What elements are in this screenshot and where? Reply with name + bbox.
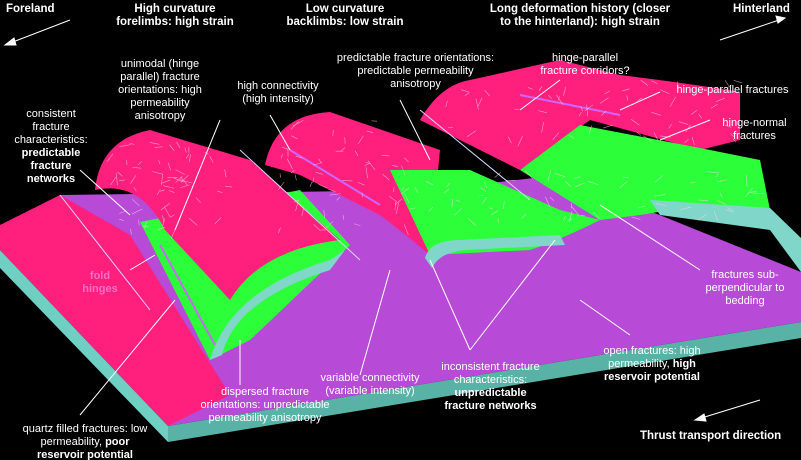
forelimbs-header: High curvature forelimbs: high strain — [116, 3, 234, 28]
back-fold-magenta — [420, 60, 740, 170]
front-fold-rim — [210, 250, 345, 360]
hinge-corridors-label: hinge-parallel fracture corridors? — [540, 52, 630, 77]
thrust-trace-2 — [239, 149, 361, 261]
hinge-line-3 — [519, 94, 621, 116]
middle-fold-rim — [425, 235, 565, 268]
thrust-trace-3 — [419, 109, 531, 201]
high-connectivity-label: high connectivity (high intensity) — [237, 80, 319, 105]
hinge-line-2 — [289, 149, 381, 206]
inconsistent-label: inconsistent fracture characteristics:un… — [441, 361, 540, 412]
middle-fold-magenta — [265, 112, 440, 255]
fracture-texture — [106, 79, 765, 239]
variable-connectivity-label: variable connectivity (variable intensit… — [320, 372, 420, 397]
thrust-direction-label: Thrust transport direction — [640, 430, 782, 442]
leader-lines — [79, 79, 711, 416]
foreland-slab — [0, 195, 230, 426]
direction-arrows — [3, 15, 787, 422]
hinge-normal-label: hinge-normal fractures — [722, 117, 787, 142]
open-fractures-label: open fractures: high permeability, high … — [603, 345, 701, 383]
fold-hinges-label: fold hinges — [82, 270, 118, 295]
thrust-trace-1 — [59, 194, 151, 311]
hinge-parallel-label: hinge-parallel fractures — [676, 84, 789, 96]
slab-front-face — [0, 250, 168, 442]
fractures-sub-label: fractures sub- perpendicular to bedding — [705, 269, 785, 307]
history-header: Long deformation history (closer to the … — [489, 3, 671, 28]
foreland-label: Foreland — [6, 3, 55, 15]
back-fold-green — [520, 125, 770, 220]
quartz-label: quartz filled fractures: low permeabilit… — [22, 423, 148, 460]
hinge-line-1 — [159, 244, 216, 346]
dispersed-label: dispersed fracture orientations: unpredi… — [200, 386, 330, 424]
backlimbs-header: Low curvature backlimbs: low strain — [286, 3, 404, 28]
hinterland-label: Hinterland — [733, 3, 790, 15]
unimodal-label: unimodal (hinge parallel) fracture orien… — [118, 58, 202, 122]
slab-side-face — [168, 322, 801, 442]
predictable-orientations-label: predictable fracture orientations: predi… — [336, 52, 495, 90]
consistent-label: consistent fracture characteristics:pred… — [14, 108, 88, 185]
back-fold-rim — [650, 200, 801, 272]
